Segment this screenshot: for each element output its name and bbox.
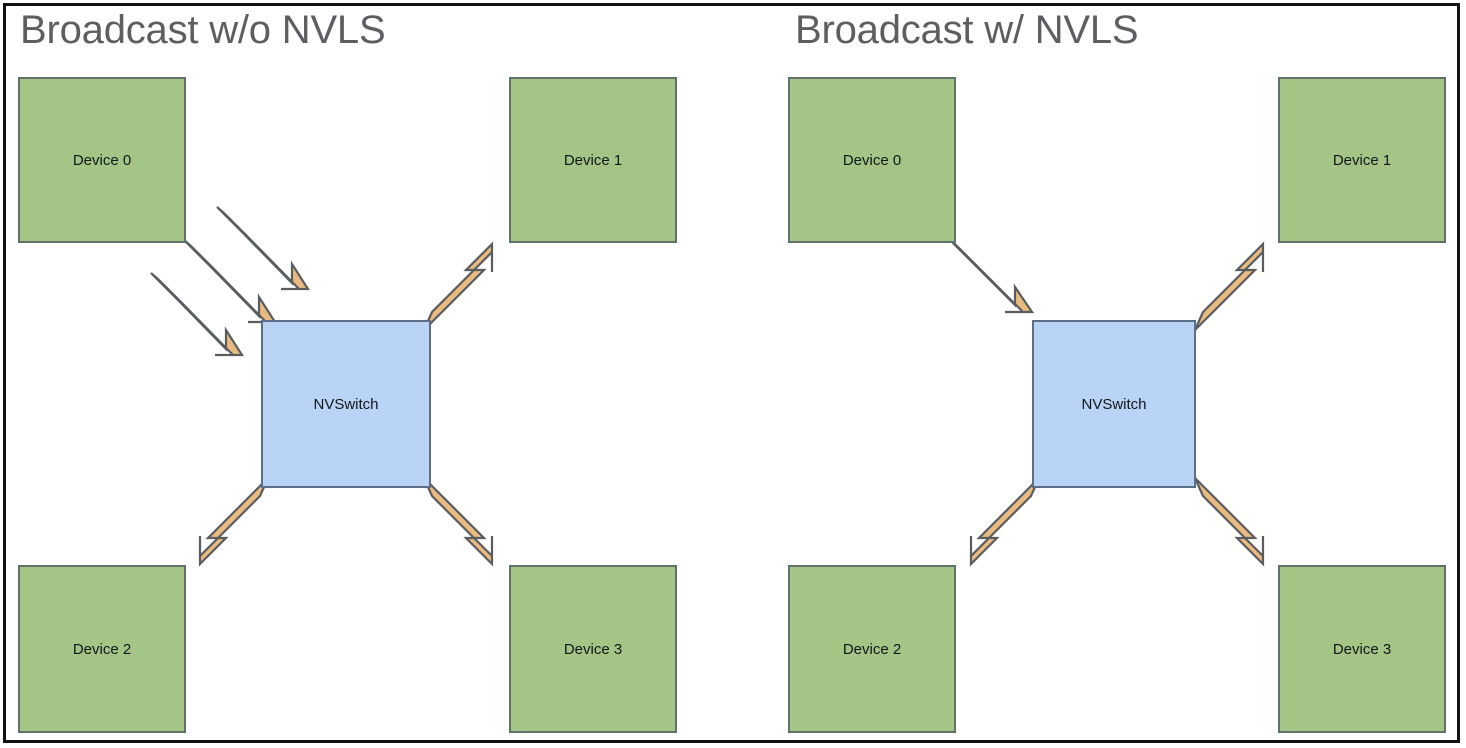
panel-broadcast-without-nvls: Broadcast w/o NVLS Device 0 Device 1 NVS… <box>18 8 677 733</box>
node-device-3[interactable]: Device 3 <box>1278 565 1446 733</box>
panel-broadcast-with-nvls: Broadcast w/ NVLS Device 0 Device 1 NVSw… <box>733 0 1466 748</box>
node-device-3[interactable]: Device 3 <box>509 565 677 733</box>
node-device-1[interactable]: Device 1 <box>509 77 677 243</box>
arrow-device0-to-switch-3 <box>150 272 245 357</box>
arrow-switch-to-device1 <box>422 241 494 331</box>
arrow-device0-to-switch-1 <box>216 206 311 291</box>
node-device-0[interactable]: Device 0 <box>18 77 186 243</box>
node-label: Device 3 <box>1332 640 1392 658</box>
node-label: Device 0 <box>842 151 902 169</box>
arrow-device0-to-switch-2 <box>183 239 278 324</box>
arrow-switch-to-device3 <box>422 477 494 567</box>
arrow-switch-to-device3 <box>1193 477 1265 567</box>
arrow-switch-to-device1 <box>1193 241 1265 331</box>
node-label: Device 0 <box>72 151 132 169</box>
arrow-device0-to-switch-1 <box>949 239 1035 314</box>
node-label: Device 3 <box>563 640 623 658</box>
node-device-1[interactable]: Device 1 <box>1278 77 1446 243</box>
node-nvswitch[interactable]: NVSwitch <box>1032 320 1196 488</box>
arrow-switch-to-device2 <box>198 477 270 567</box>
node-label: Device 1 <box>563 151 623 169</box>
arrow-switch-to-device2 <box>969 477 1041 567</box>
node-device-2[interactable]: Device 2 <box>18 565 186 733</box>
panel-title: Broadcast w/ NVLS <box>795 8 1139 52</box>
panel-title: Broadcast w/o NVLS <box>20 8 386 52</box>
node-label: NVSwitch <box>1081 395 1147 413</box>
node-label: Device 2 <box>72 640 132 658</box>
node-device-2[interactable]: Device 2 <box>788 565 956 733</box>
node-device-0[interactable]: Device 0 <box>788 77 956 243</box>
node-nvswitch[interactable]: NVSwitch <box>261 320 431 488</box>
node-label: Device 1 <box>1332 151 1392 169</box>
node-label: Device 2 <box>842 640 902 658</box>
node-label: NVSwitch <box>313 395 379 413</box>
